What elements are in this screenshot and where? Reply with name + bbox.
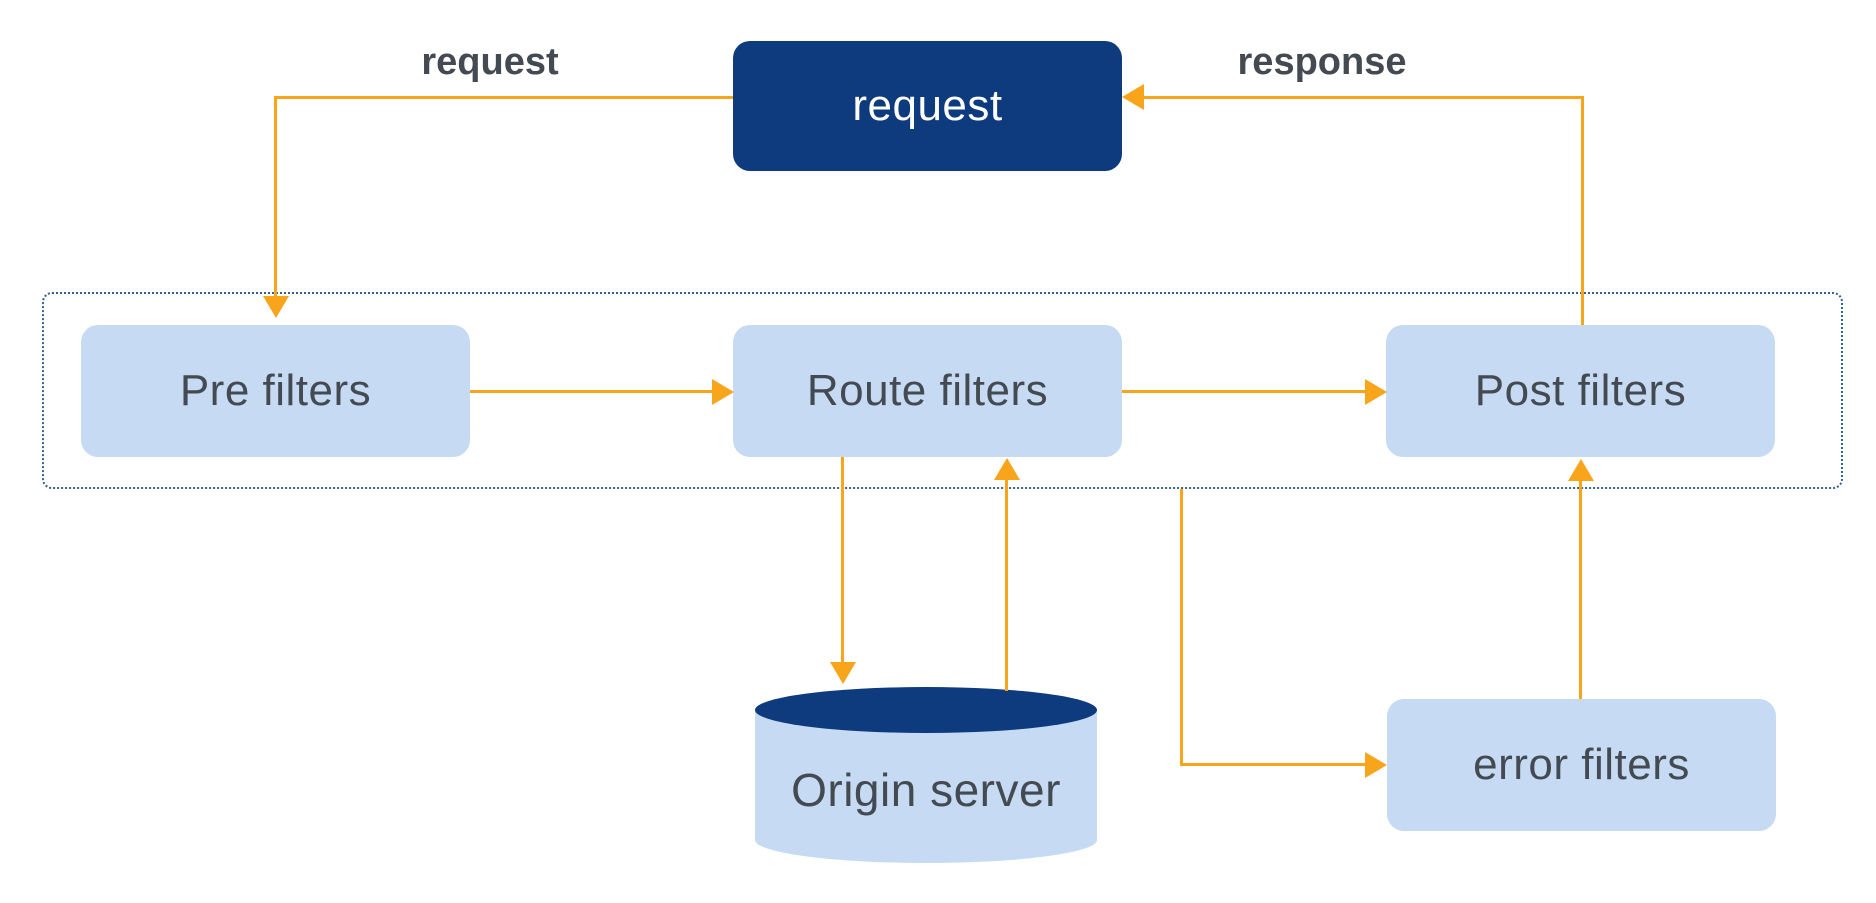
edge-origin-to-route	[1005, 480, 1008, 691]
edge-route-to-post	[1122, 390, 1365, 393]
node-route-filters: Route filters	[733, 325, 1122, 457]
edge-response-horizontal	[1144, 96, 1583, 99]
node-error-filters-label: error filters	[1473, 740, 1690, 789]
node-pre-filters-label: Pre filters	[179, 366, 372, 415]
arrowhead-request-into-pre-filters	[263, 296, 289, 318]
node-post-filters: Post filters	[1386, 325, 1775, 457]
edge-label-response: response	[1237, 41, 1407, 83]
node-pre-filters: Pre filters	[81, 325, 470, 457]
arrowhead-route-to-post	[1365, 379, 1387, 405]
origin-server-cylinder-top	[755, 687, 1097, 733]
arrowhead-origin-to-route	[994, 458, 1020, 480]
node-post-filters-label: Post filters	[1474, 366, 1687, 415]
edge-request-vertical	[274, 96, 277, 296]
origin-server-label: Origin server	[791, 763, 1061, 816]
edge-chain-to-error-horizontal	[1180, 763, 1365, 766]
filter-chain-container	[42, 292, 1843, 489]
node-error-filters: error filters	[1387, 699, 1776, 831]
edge-route-to-origin	[841, 457, 844, 662]
edge-request-horizontal	[276, 96, 733, 99]
origin-server-cylinder-body: Origin server	[755, 710, 1097, 863]
arrowhead-pre-to-route	[712, 379, 734, 405]
arrowhead-into-error-filters	[1365, 752, 1387, 778]
edge-pre-to-route	[470, 390, 712, 393]
arrowhead-response-into-request	[1122, 84, 1144, 110]
node-request-label: request	[852, 81, 1003, 130]
node-request: request	[733, 41, 1122, 171]
node-route-filters-label: Route filters	[806, 366, 1049, 415]
arrowhead-error-to-post	[1568, 459, 1594, 481]
edge-error-to-post	[1579, 481, 1582, 699]
edge-response-vertical	[1581, 96, 1584, 325]
edge-label-request: request	[421, 41, 559, 83]
edge-chain-to-error-vertical	[1180, 489, 1183, 766]
arrowhead-route-to-origin	[830, 662, 856, 684]
